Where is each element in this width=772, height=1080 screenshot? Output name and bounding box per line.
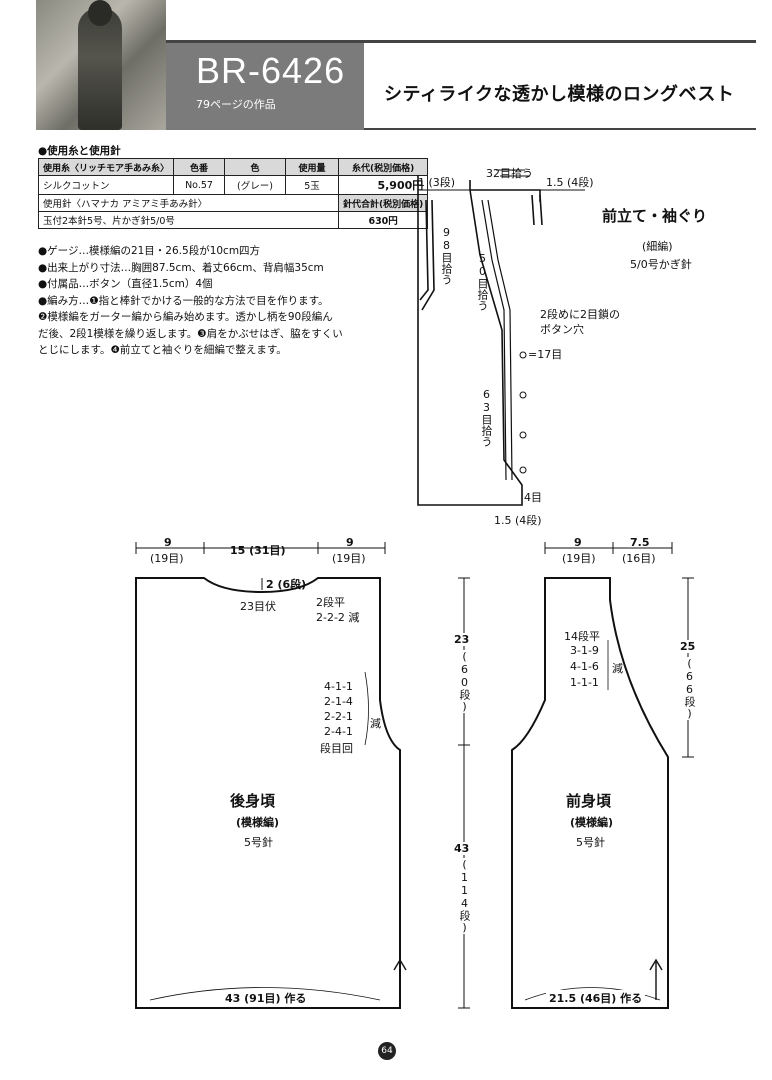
buttonhole-count: =17目	[528, 348, 563, 361]
materials-heading: ●使用糸と使用針	[38, 145, 121, 157]
method-line: だ後、2段1模様を繰り返します。❸肩をかぶせはぎ、脇をすくい	[38, 327, 343, 340]
neck-dec-1: 2段平	[316, 596, 345, 609]
neck-bind-off: 23目伏	[240, 600, 276, 613]
band-top-right: 1.5 (4段)	[546, 176, 594, 189]
buttonhole	[519, 466, 527, 474]
front-neck-dec: 1-1-1	[570, 676, 599, 689]
header-gray-band	[166, 40, 364, 130]
back-width-mid: 15 (31目)	[230, 544, 286, 557]
table-row: 使用糸〈リッチモア手あみ糸〉 色番 色 使用量 糸代(税別価格)	[37, 158, 429, 176]
header-bottom-rule	[364, 128, 756, 130]
band-pick-63: 63目拾う	[480, 388, 493, 447]
method-line: ●編み方…❶指と棒針でかける一般的な方法で目を作ります。	[38, 294, 329, 307]
back-width-left-st: (19目)	[150, 552, 184, 565]
buttonhole	[519, 431, 527, 439]
band-bottom: 1.5 (4段)	[494, 514, 542, 527]
arm-dec: 2-1-4	[324, 695, 353, 708]
front-width-left: 9	[574, 536, 582, 549]
table-header: 糸代(税別価格)	[338, 158, 429, 176]
back-height-lower-rows: (114段)	[458, 858, 471, 934]
band-hook: 5/0号かぎ針	[630, 258, 692, 271]
band-top-left: 1 (3段)	[418, 176, 456, 189]
page-number: 64	[378, 1042, 396, 1060]
back-direction-arrow	[393, 958, 407, 1000]
front-needle: 5号針	[576, 836, 605, 849]
front-neck-dec: 4-1-6	[570, 660, 599, 673]
front-height-rows: (66段)	[683, 657, 696, 720]
front-neck-dec: 3-1-9	[570, 644, 599, 657]
neck-dec-2: 2-2-2 減	[316, 611, 360, 624]
band-stitch: (細編)	[642, 240, 673, 253]
table-header: 色番	[173, 158, 226, 176]
size-note: ●出来上がり寸法…胸囲87.5cm、着丈66cm、背肩幅35cm	[38, 261, 324, 274]
band-four: 4目	[524, 491, 542, 504]
arm-dec: 4-1-1	[324, 680, 353, 693]
buttonhole-note-1: 2段めに2目鎖の	[540, 308, 620, 321]
table-header: 使用糸〈リッチモア手あみ糸〉	[37, 158, 175, 176]
back-cast-on: 43 (91目) 作る	[222, 990, 310, 1006]
model-figure	[78, 8, 122, 130]
front-height: 25	[680, 640, 696, 653]
front-direction-arrow	[649, 958, 663, 1000]
method-line: とじにします。❹前立てと袖ぐりを細編で整えます。	[38, 344, 287, 356]
band-top-mid: 32目拾う	[486, 167, 533, 180]
arm-dec: 2-2-1	[324, 710, 353, 723]
product-code: BR-6426	[196, 50, 346, 91]
front-width-right-st: (16目)	[622, 552, 656, 565]
back-pattern: (模様編)	[236, 816, 280, 829]
model-head	[88, 0, 112, 26]
back-body-outline	[135, 577, 401, 1009]
armhole-bracket	[364, 671, 369, 746]
back-width-right: 9	[346, 536, 354, 549]
back-width-right-st: (19目)	[332, 552, 366, 565]
front-piece-name: 前身頃	[566, 792, 612, 810]
front-neck-dec: 14段平	[564, 630, 600, 643]
table-header: 色	[224, 158, 287, 176]
front-band-diagram	[417, 169, 585, 506]
table-row: 使用針〈ハマナカ アミアミ手あみ針〉 針代合計(税別価格)	[37, 194, 429, 212]
arm-dec-label: 減	[370, 717, 381, 730]
band-pick-98: 98目拾う	[440, 226, 453, 285]
buttonhole	[519, 351, 527, 359]
gauge-note: ●ゲージ…模様編の21目・26.5段が10cm四方	[38, 245, 261, 257]
back-piece-name: 後身頃	[230, 792, 276, 810]
front-pattern: (模様編)	[570, 816, 614, 829]
buttonholes	[519, 351, 527, 474]
band-title: 前立て・袖ぐり	[602, 207, 708, 225]
front-neck-dec-label: 減	[612, 662, 623, 675]
header-top-rule	[166, 40, 756, 43]
method-line: ❷模様編をガーター編から編み始めます。透かし柄を90段編ん	[38, 311, 333, 323]
accessories-note: ●付属品…ボタン（直径1.5cm）4個	[38, 278, 213, 290]
front-width-left-st: (19目)	[562, 552, 596, 565]
page-reference: 79ページの作品	[196, 98, 276, 111]
table-cell: 630円	[338, 211, 429, 229]
page-title: シティライクな透かし模様のロングベスト	[384, 84, 735, 105]
table-header: 針代合計(税別価格)	[338, 194, 429, 212]
band-pick-50: 50目拾う	[476, 252, 489, 311]
dimension-lines	[135, 542, 694, 1009]
front-body-outline	[511, 577, 669, 1009]
table-row: 玉付2本針5号、片かぎ針5/0号 630円	[37, 211, 429, 229]
buttonhole-note-2: ボタン穴	[540, 323, 584, 336]
back-height-lower: 43	[454, 842, 470, 855]
buttonhole	[519, 391, 527, 399]
back-height-upper: 23	[454, 633, 470, 646]
arm-dec: 2-4-1	[324, 725, 353, 738]
instructions: ●ゲージ…模様編の21目・26.5段が10cm四方 ●出来上がり寸法…胸囲87.…	[38, 243, 398, 359]
back-needle: 5号針	[244, 836, 273, 849]
back-width-left: 9	[164, 536, 172, 549]
front-width-right: 7.5	[630, 536, 650, 549]
back-hem-arc	[149, 987, 381, 1001]
row-label: 段目回	[320, 742, 353, 755]
materials-table: 使用糸〈リッチモア手あみ糸〉 色番 色 使用量 糸代(税別価格) シルクコットン…	[37, 158, 429, 229]
back-height-upper-rows: (60段)	[458, 650, 471, 713]
front-cast-on: 21.5 (46目) 作る	[546, 990, 646, 1006]
table-row: シルクコットン No.57 (グレー) 5玉 5,900円	[37, 175, 429, 195]
neck-depth: 2 (6段)	[266, 578, 307, 591]
model-photo	[36, 0, 166, 130]
